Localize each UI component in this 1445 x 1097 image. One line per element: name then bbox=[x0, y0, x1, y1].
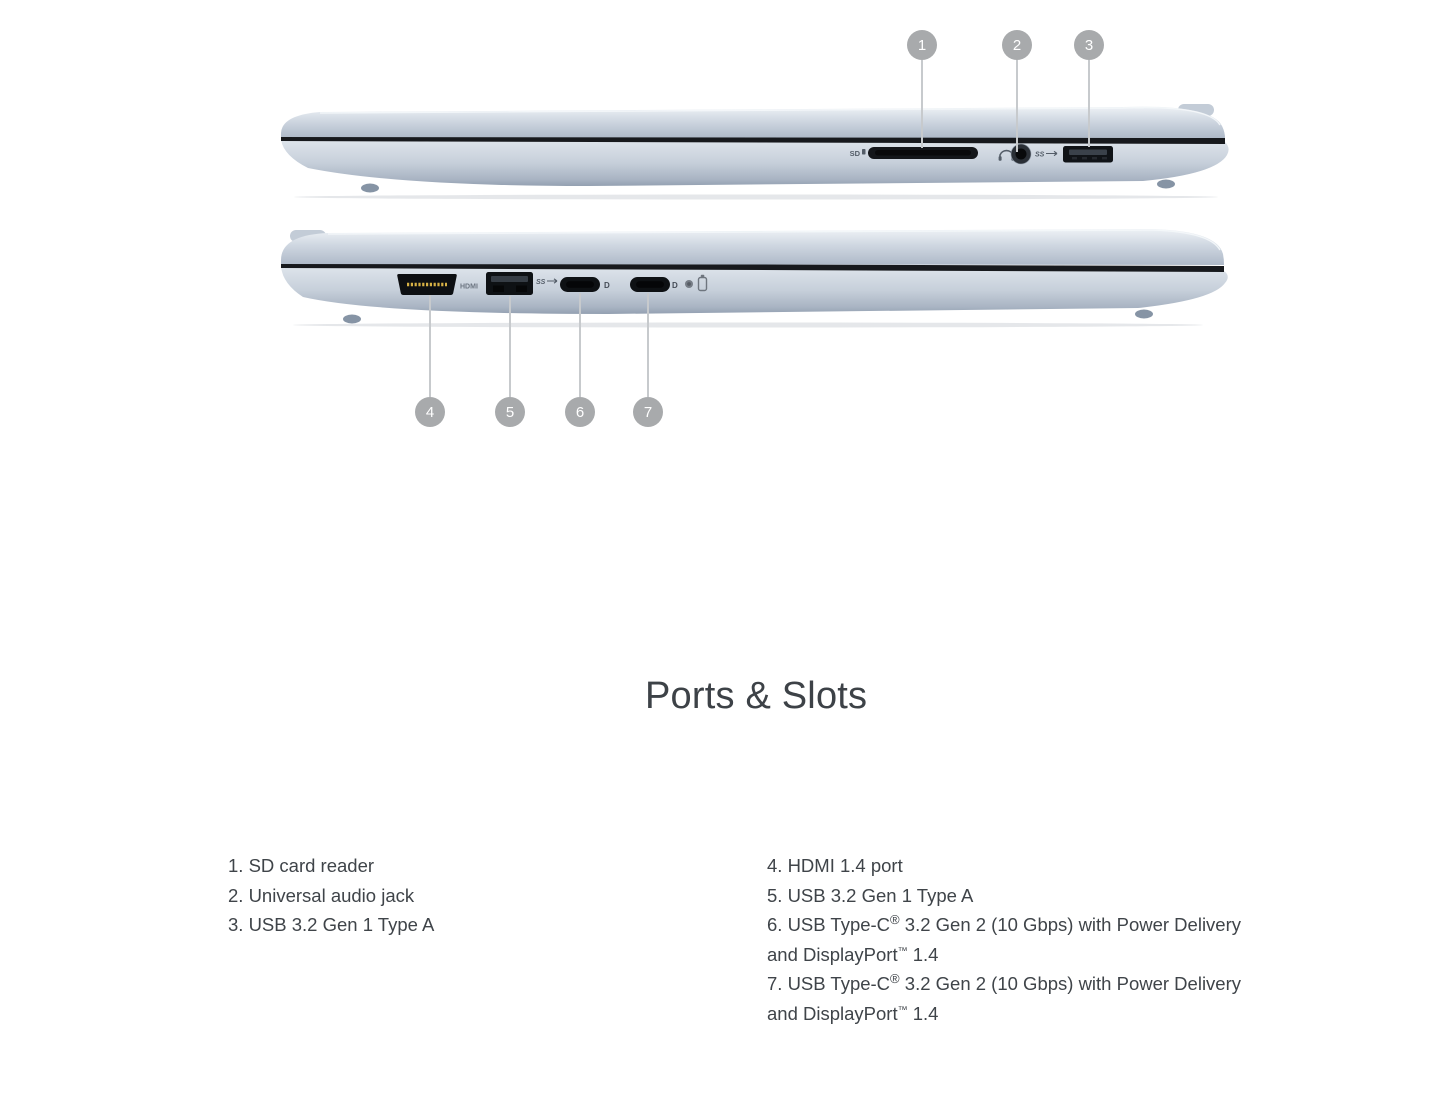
usb-a-tongue bbox=[1069, 149, 1107, 155]
usb-a-opening bbox=[516, 285, 527, 292]
usb-a-opening bbox=[493, 285, 504, 292]
legend-right-column: 4. HDMI 1.4 port 5. USB 3.2 Gen 1 Type A… bbox=[767, 851, 1272, 1029]
left-side-ports: HDMI SS D D bbox=[397, 272, 708, 295]
legend-item-2: 2. Universal audio jack bbox=[228, 884, 415, 906]
legend-item-3: 3. USB 3.2 Gen 1 Type A bbox=[228, 914, 435, 936]
legend-item-5: 5. USB 3.2 Gen 1 Type A bbox=[767, 884, 974, 906]
leader-line-7 bbox=[647, 293, 649, 397]
legend-item-4: 4. HDMI 1.4 port bbox=[767, 855, 903, 876]
legend-item-6-text: 3.2 Gen 2 (10 Gbps) with Power Delivery bbox=[899, 914, 1242, 936]
callout-badge-3: 3 bbox=[1074, 30, 1104, 60]
legend-item-6-text: 1.4 bbox=[907, 943, 939, 965]
lid-highlight bbox=[319, 106, 1221, 126]
callout-badge-2: 2 bbox=[1002, 30, 1032, 60]
legend-item-7-text: 7. USB Type-C bbox=[767, 973, 891, 995]
leader-line-3 bbox=[1088, 60, 1090, 147]
legend-left-column: 1. SD card reader 2. Universal audio jac… bbox=[228, 851, 748, 940]
leader-line-5 bbox=[509, 296, 511, 397]
laptop-top-body bbox=[281, 104, 1229, 200]
rubber-foot bbox=[343, 314, 361, 324]
sd-label: SD bbox=[850, 149, 861, 158]
leader-line-6 bbox=[579, 293, 581, 397]
sd-card-glyph bbox=[862, 149, 866, 155]
displayport-icon: D bbox=[604, 281, 610, 290]
displayport-icon: D bbox=[672, 281, 678, 290]
legend-item-7-text: 1.4 bbox=[907, 1002, 939, 1024]
legend-item-7: 7. USB Type-C® 3.2 Gen 2 (10 Gbps) with … bbox=[767, 969, 1272, 1028]
legend-item-7-text: and DisplayPort bbox=[767, 1002, 898, 1024]
rubber-foot bbox=[1135, 309, 1153, 319]
legend-item-7-text: 3.2 Gen 2 (10 Gbps) with Power Delivery bbox=[899, 973, 1242, 995]
chassis-lid bbox=[281, 106, 1225, 138]
audio-jack-hole bbox=[1015, 148, 1027, 160]
usb-a-contacts bbox=[1072, 157, 1107, 160]
laptop-right-side-image: SD SS bbox=[281, 104, 1229, 200]
rubber-foot bbox=[1157, 179, 1175, 189]
ss-usb-icon: SS bbox=[536, 278, 558, 286]
callout-badge-6: 6 bbox=[565, 397, 595, 427]
floor-shadow bbox=[294, 194, 1218, 200]
ss-usb-icon: SS bbox=[1035, 150, 1058, 159]
registered-trademark-mark: ® bbox=[890, 971, 900, 987]
audio-jack-ring-highlight bbox=[1010, 143, 1032, 165]
lid-gap bbox=[281, 263, 1224, 272]
usb-a-tongue bbox=[491, 276, 528, 282]
registered-trademark-mark: ® bbox=[890, 912, 900, 928]
trademark-mark: ™ bbox=[897, 1004, 908, 1016]
trademark-mark: ™ bbox=[897, 945, 908, 957]
usb-c-inner bbox=[566, 281, 594, 288]
leader-line-2 bbox=[1016, 60, 1018, 152]
right-side-ports: SD SS bbox=[850, 143, 1113, 165]
svg-text:SS: SS bbox=[536, 279, 546, 286]
callout-badge-7: 7 bbox=[633, 397, 663, 427]
lid-highlight bbox=[327, 229, 1221, 251]
usb-c-inner bbox=[636, 281, 664, 288]
power-led-indicator-core bbox=[687, 282, 691, 286]
legend-item-6-text: 6. USB Type-C bbox=[767, 914, 891, 936]
legend-item-6-text: and DisplayPort bbox=[767, 943, 898, 965]
callout-badge-4: 4 bbox=[415, 397, 445, 427]
callout-badge-5: 5 bbox=[495, 397, 525, 427]
chassis-lid bbox=[281, 229, 1224, 265]
hdmi-label: HDMI bbox=[460, 284, 478, 291]
chassis-base bbox=[281, 140, 1229, 186]
leader-line-4 bbox=[429, 295, 431, 397]
floor-shadow bbox=[293, 322, 1203, 328]
laptop-left-side-image: HDMI SS D D bbox=[281, 229, 1228, 328]
callout-badge-1: 1 bbox=[907, 30, 937, 60]
legend-item-6: 6. USB Type-C® 3.2 Gen 2 (10 Gbps) with … bbox=[767, 910, 1272, 969]
legend-item-1: 1. SD card reader bbox=[228, 855, 375, 876]
battery-icon bbox=[697, 274, 708, 292]
leader-line-1 bbox=[921, 60, 923, 148]
rubber-foot bbox=[361, 183, 379, 193]
section-title: Ports & Slots bbox=[645, 675, 868, 718]
sd-card-slot-inner bbox=[875, 150, 971, 156]
svg-text:SS: SS bbox=[1035, 152, 1045, 159]
lid-gap bbox=[281, 136, 1225, 144]
